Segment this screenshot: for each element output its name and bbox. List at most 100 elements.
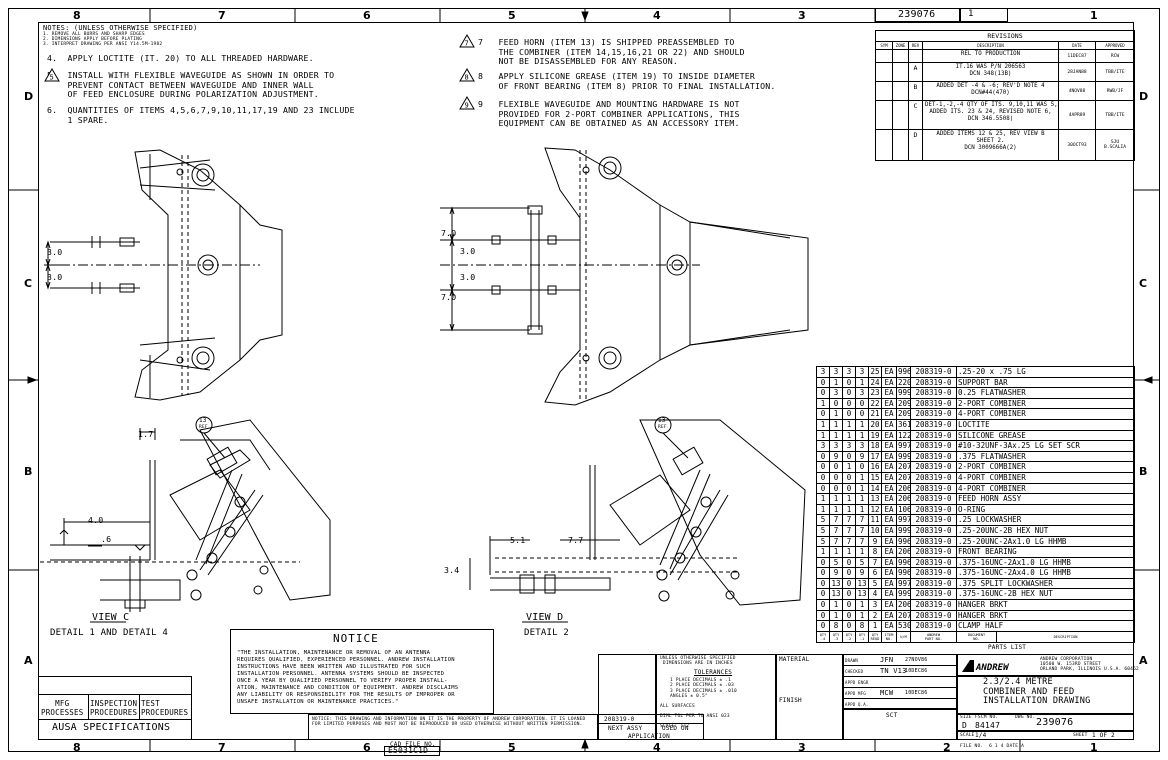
approval-name: JFN — [880, 656, 894, 664]
dim-left-upper: 3.0 — [47, 247, 63, 257]
approval-divider — [843, 687, 957, 688]
note-5: 5 INSTALL WITH FLEXIBLE WAVEGUIDE AS SHO… — [47, 70, 335, 100]
parts-cell: 0 — [816, 376, 830, 389]
zone-left-B: B — [24, 465, 33, 478]
parts-cell: 13 — [868, 493, 882, 505]
parts-cell: EA — [881, 577, 897, 590]
parts-cell: 208319-0 — [910, 387, 957, 399]
parts-cell: EA — [881, 503, 897, 516]
scale-row — [957, 731, 1134, 740]
parts-cell: 1 — [842, 493, 856, 505]
parts-cell: 0 — [829, 482, 843, 495]
notice-title: NOTICE — [333, 632, 379, 645]
parts-cell: 0 — [842, 471, 856, 484]
revision-desc: DET-1,-2,-4 QTY OF ITS. 9,10,11 WAS 5, A… — [922, 100, 1059, 130]
parts-cell: 0 — [816, 461, 830, 473]
parts-list-row: 0130135EA9974-63208319-0.375 SPLIT LOCKW… — [816, 577, 1136, 590]
parts-cell: 207251 — [896, 471, 911, 484]
parts-cell: 208319-0 — [910, 546, 957, 558]
parts-list-row: 090917EA9997-89208319-0.375 FLATWASHER — [816, 450, 1136, 463]
parts-cell: 5 — [816, 514, 830, 526]
parts-cell: 6 — [868, 567, 882, 579]
balloon-c-ref: REF — [199, 425, 208, 430]
parts-cell: 0 — [816, 599, 830, 611]
parts-description: FEED HORN ASSY — [955, 493, 1136, 505]
parts-description: SILICONE GREASE — [955, 429, 1136, 442]
parts-cell: 8 — [855, 620, 869, 632]
approvals-box — [843, 654, 957, 709]
sheet-value: 1 OF 2 — [1092, 732, 1115, 739]
dim-view-c-0-6: .6 — [101, 534, 112, 544]
parts-list-row: 000114EA206803208319-04-PORT COMBINER — [816, 482, 1136, 495]
revisions-header-cell: SYM — [875, 41, 893, 50]
parts-cell: 208319-0 — [910, 514, 957, 526]
parts-cell: 1 — [829, 429, 843, 442]
parts-cell: 0 — [816, 387, 830, 399]
dwg-number-row — [957, 714, 1134, 731]
parts-cell: 12 — [868, 503, 882, 516]
parts-footer-cell: DESCRIPTION — [995, 630, 1136, 643]
dim-view-c-1-7: 1.7 — [138, 429, 154, 439]
parts-list-row: 111112EA10683-197208319-0O-RING — [816, 503, 1136, 516]
approval-name: MCW — [880, 689, 894, 697]
parts-cell: 0 — [829, 471, 843, 484]
parts-cell: 1 — [829, 503, 843, 516]
parts-cell: 19 — [868, 429, 882, 442]
parts-cell: 206494 — [896, 546, 911, 558]
view-d-subtitle: DETAIL 2 — [524, 628, 569, 638]
parts-footer-cell: ITEM NO. — [881, 630, 897, 643]
parts-cell: EA — [881, 429, 897, 442]
revision-blank — [875, 49, 893, 63]
parts-cell: 12229 — [896, 429, 911, 442]
parts-cell: 208319-0 — [910, 418, 957, 431]
parts-cell: 0 — [842, 609, 856, 622]
top-dwg-number: 239076 — [898, 9, 936, 20]
parts-cell: 0 — [855, 408, 869, 420]
parts-cell: 3 — [855, 387, 869, 399]
parts-cell: 208319-0 — [910, 556, 957, 569]
parts-cell: 9974-15 — [896, 514, 911, 526]
parts-cell: 9 — [829, 450, 843, 463]
parts-cell: 0 — [842, 408, 856, 420]
dim-view-d-5-1: 5.1 — [510, 535, 526, 545]
parts-cell: 18 — [868, 440, 882, 452]
parts-cell: 1 — [842, 461, 856, 473]
material-box — [776, 654, 843, 740]
parts-cell: 3 — [868, 599, 882, 611]
parts-cell: 3 — [829, 440, 843, 452]
parts-cell: 7 — [855, 524, 869, 537]
parts-cell: 1 — [855, 599, 869, 611]
tolerances-lines: 1 PLACE DECIMALS ± .1 2 PLACE DECIMALS ±… — [670, 678, 737, 700]
tolerances-header: UNLESS OTHERWISE SPECIFIED DIMENSIONS AR… — [660, 656, 736, 667]
revision-rev: C — [908, 100, 923, 130]
note-6: 6. QUANTITIES OF ITEMS 4,5,6,7,9,10,11,1… — [47, 105, 355, 125]
parts-cell: 3 — [816, 440, 830, 452]
parts-description: #10-32UNF-3Ax.25 LG SET SCR — [955, 440, 1136, 452]
note-flag-8-icon: 8 — [459, 68, 475, 82]
note-flag-9-icon: 9 — [459, 96, 475, 110]
parts-cell: 0 — [816, 408, 830, 420]
sct-box — [843, 709, 957, 740]
parts-cell: 3 — [842, 366, 856, 378]
notes-fine-3: 3. INTERPRET DRAWING PER ANSI Y14.5M-198… — [43, 42, 163, 47]
parts-list-row: 100022EA209637208319-02-PORT COMBINER — [816, 397, 1136, 410]
revision-rev — [908, 49, 923, 63]
parts-cell: 0 — [842, 588, 856, 601]
notes-fine-2: 2. DIMENSIONS APPLY BEFORE PLATING — [43, 37, 142, 42]
parts-cell: 208319-0 — [910, 440, 957, 452]
parts-cell: 0 — [842, 397, 856, 410]
revision-blank — [875, 81, 893, 101]
parts-cell: EA — [881, 440, 897, 452]
parts-cell: 0 — [842, 567, 856, 579]
revision-appr: RWB/JF — [1094, 81, 1136, 101]
parts-cell: 208319-0 — [910, 461, 957, 473]
view-c-subtitle: DETAIL 1 AND DETAIL 4 — [50, 628, 168, 638]
application-usedon-row — [598, 714, 704, 724]
balloon-c-item: 13 — [199, 417, 207, 424]
parts-cell: EA — [881, 524, 897, 537]
parts-cell: 13 — [829, 577, 843, 590]
file-row: FILE NO. 6 1 4 DATE A — [960, 744, 1025, 749]
